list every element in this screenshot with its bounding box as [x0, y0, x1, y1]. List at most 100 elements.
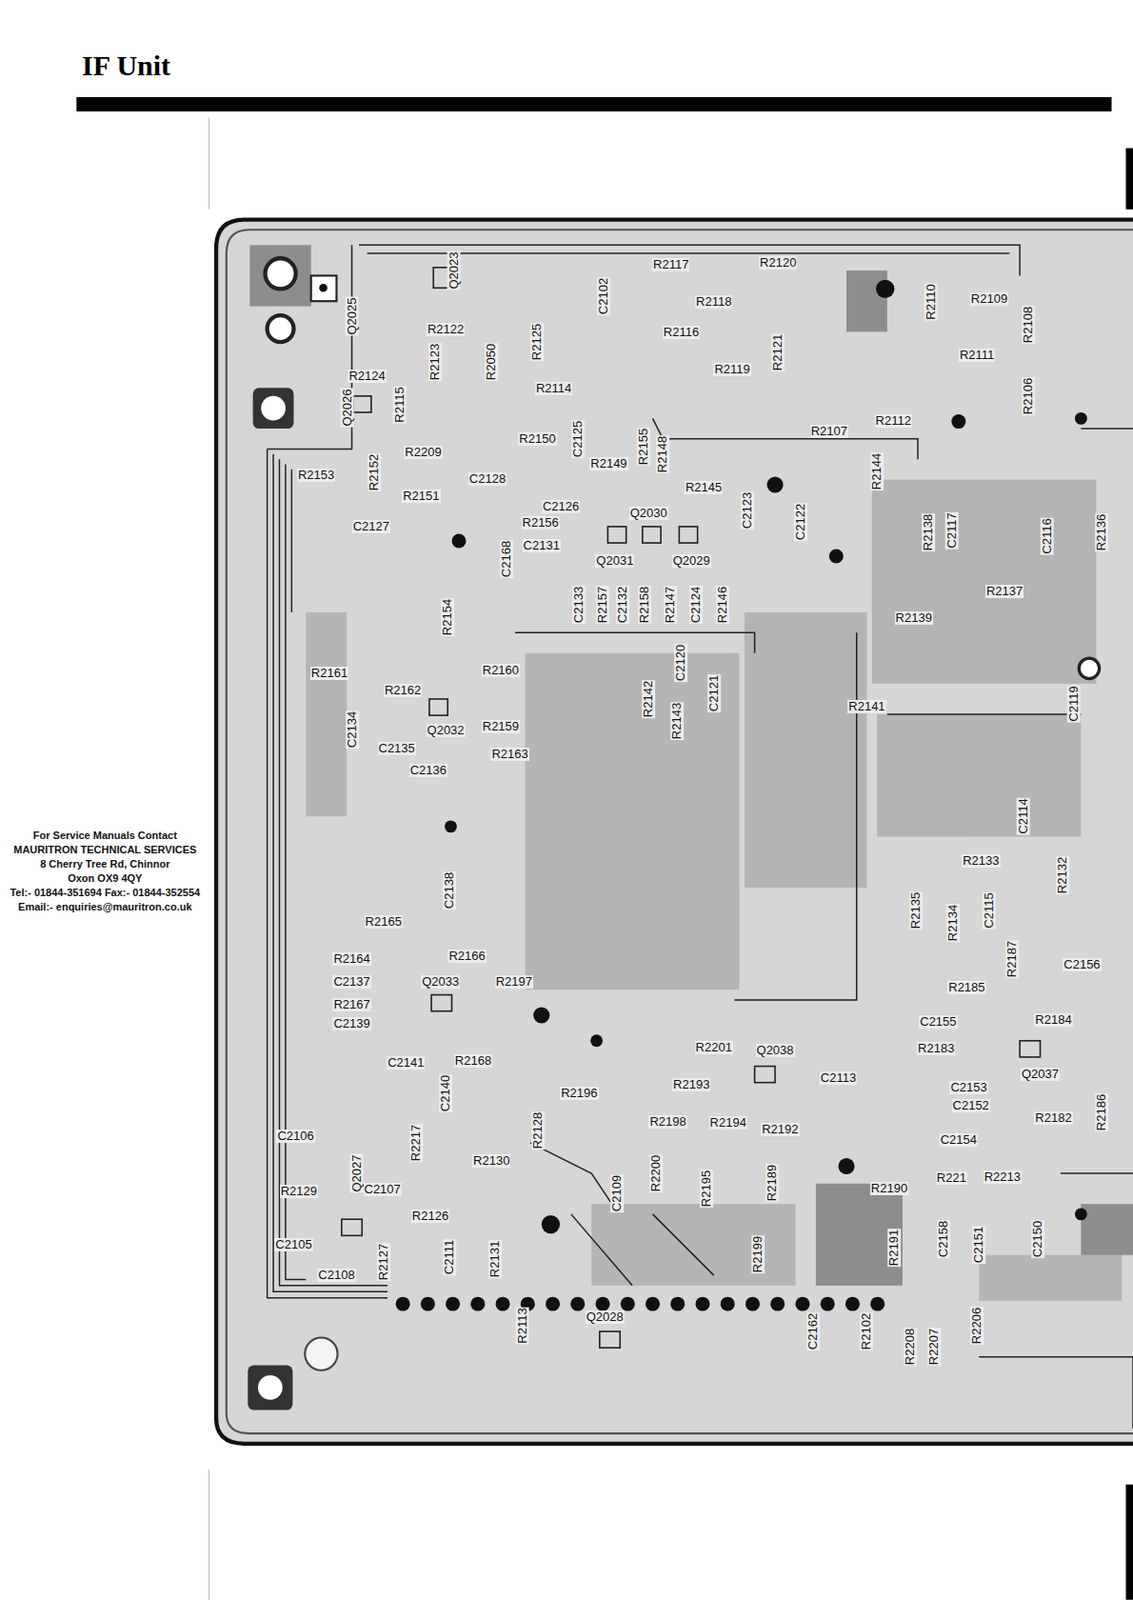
component-label: Q2037	[1020, 1067, 1060, 1081]
pad	[420, 1296, 436, 1312]
component-label: C2124	[690, 585, 704, 624]
component-label: Q2026	[339, 388, 354, 428]
component-label: Q2030	[629, 506, 669, 520]
component-label: R2119	[713, 362, 751, 377]
component-label: R2190	[870, 1181, 909, 1195]
pad	[720, 1296, 736, 1312]
component-label: C2125	[571, 418, 585, 458]
page-title: IF Unit	[81, 49, 171, 82]
component-label: C2107	[363, 1182, 402, 1196]
component-label: R2185	[947, 980, 986, 994]
pad	[396, 1296, 411, 1312]
component-label: C2123	[740, 490, 755, 529]
component-label: R2136	[1094, 513, 1109, 552]
component-label: C2140	[438, 1073, 453, 1113]
component-label: C2108	[317, 1268, 356, 1282]
contact-note: 8 Cherry Tree Rd, Chinnor	[39, 857, 171, 871]
component-label: C2151	[972, 1225, 986, 1264]
contact-note: Email:- enquiries@mauritron.co.uk	[17, 900, 193, 914]
pad	[545, 1296, 560, 1312]
component-label: C2119	[1067, 684, 1081, 722]
component-label: Q2029	[672, 554, 712, 568]
component-label: C2156	[1062, 957, 1101, 972]
dark-copper	[249, 244, 1133, 1286]
component-label: Q2027	[350, 1152, 364, 1193]
component-label: R2194	[709, 1115, 748, 1130]
component-label: C2109	[610, 1173, 624, 1213]
header-bar	[76, 97, 1112, 112]
component-label: R2117	[652, 258, 690, 272]
component-label: R2109	[970, 292, 1009, 306]
component-label: R2110	[924, 282, 938, 320]
component-label: R2184	[1033, 1013, 1073, 1027]
component-label: R2143	[670, 701, 684, 740]
component-label: R2217	[409, 1122, 423, 1161]
component-label: R2142	[641, 679, 656, 718]
component-label: R2167	[332, 997, 371, 1012]
pad	[820, 1296, 835, 1312]
component-label: R2206	[970, 1306, 984, 1345]
component-label: R2147	[663, 585, 677, 624]
component-label: R2122	[426, 322, 465, 337]
vias	[444, 279, 1088, 1233]
component-label: R2189	[765, 1163, 779, 1202]
connector-pads	[396, 1296, 886, 1312]
component-label: Q2025	[345, 297, 359, 337]
pad	[795, 1296, 810, 1312]
contact-note: MAURITRON TECHNICAL SERVICES	[12, 843, 198, 856]
component-label: R2198	[648, 1114, 687, 1129]
component-label: R2127	[377, 1242, 391, 1281]
component-label: C2116	[1040, 517, 1054, 556]
component-label: C2135	[377, 741, 417, 756]
component-label: C2155	[918, 1014, 957, 1029]
component-label: R2145	[684, 480, 723, 495]
component-label: R2102	[859, 1311, 874, 1351]
component-label: C2126	[541, 499, 580, 514]
pad	[470, 1296, 485, 1312]
component-label: R2135	[909, 891, 923, 930]
pad	[445, 1296, 460, 1312]
component-label: R2197	[495, 974, 534, 989]
traces	[267, 244, 1133, 1428]
component-label: R2130	[472, 1153, 511, 1168]
component-label: R2199	[751, 1234, 765, 1273]
component-label: R2111	[958, 348, 995, 362]
component-label: R2196	[559, 1086, 598, 1100]
board-outline	[216, 219, 1133, 1444]
component-label: C2158	[936, 1219, 951, 1258]
component-label: C2150	[1031, 1219, 1045, 1258]
component-label: R2132	[1055, 855, 1070, 895]
component-label: C2115	[982, 892, 996, 930]
pad	[570, 1296, 585, 1312]
edge-mark	[1126, 148, 1133, 210]
component-label: R2131	[489, 1239, 503, 1278]
component-label: R2207	[927, 1327, 941, 1366]
pad	[596, 1296, 611, 1312]
component-label: R2164	[332, 952, 371, 966]
component-label: R2161	[310, 666, 349, 680]
component-label: Q2033	[420, 974, 460, 989]
component-label: R2208	[903, 1327, 917, 1366]
board-edge	[226, 229, 1133, 1433]
component-label: C2137	[332, 974, 371, 989]
component-label: R2149	[589, 457, 628, 471]
component-label: Q2023	[447, 250, 461, 290]
component-label: R2209	[403, 445, 442, 459]
component-label: C2128	[468, 472, 507, 486]
contact-note: Tel:- 01844-351694 Fax:- 01844-352554	[8, 886, 201, 899]
component-label: R2139	[894, 611, 934, 625]
component-label: C2141	[386, 1055, 425, 1070]
component-label: R2150	[517, 432, 557, 446]
component-label: R2133	[961, 854, 1000, 868]
pad	[496, 1296, 511, 1312]
component-label: C2132	[616, 585, 630, 624]
component-label: R2154	[440, 597, 455, 637]
component-label: Q2038	[755, 1043, 796, 1057]
component-label: R2106	[1021, 376, 1035, 415]
component-label: R2152	[367, 453, 381, 492]
component-label: R2126	[411, 1209, 450, 1223]
component-label: R2155	[636, 427, 651, 466]
component-label: R2123	[428, 342, 442, 381]
component-label: R221	[935, 1171, 968, 1185]
